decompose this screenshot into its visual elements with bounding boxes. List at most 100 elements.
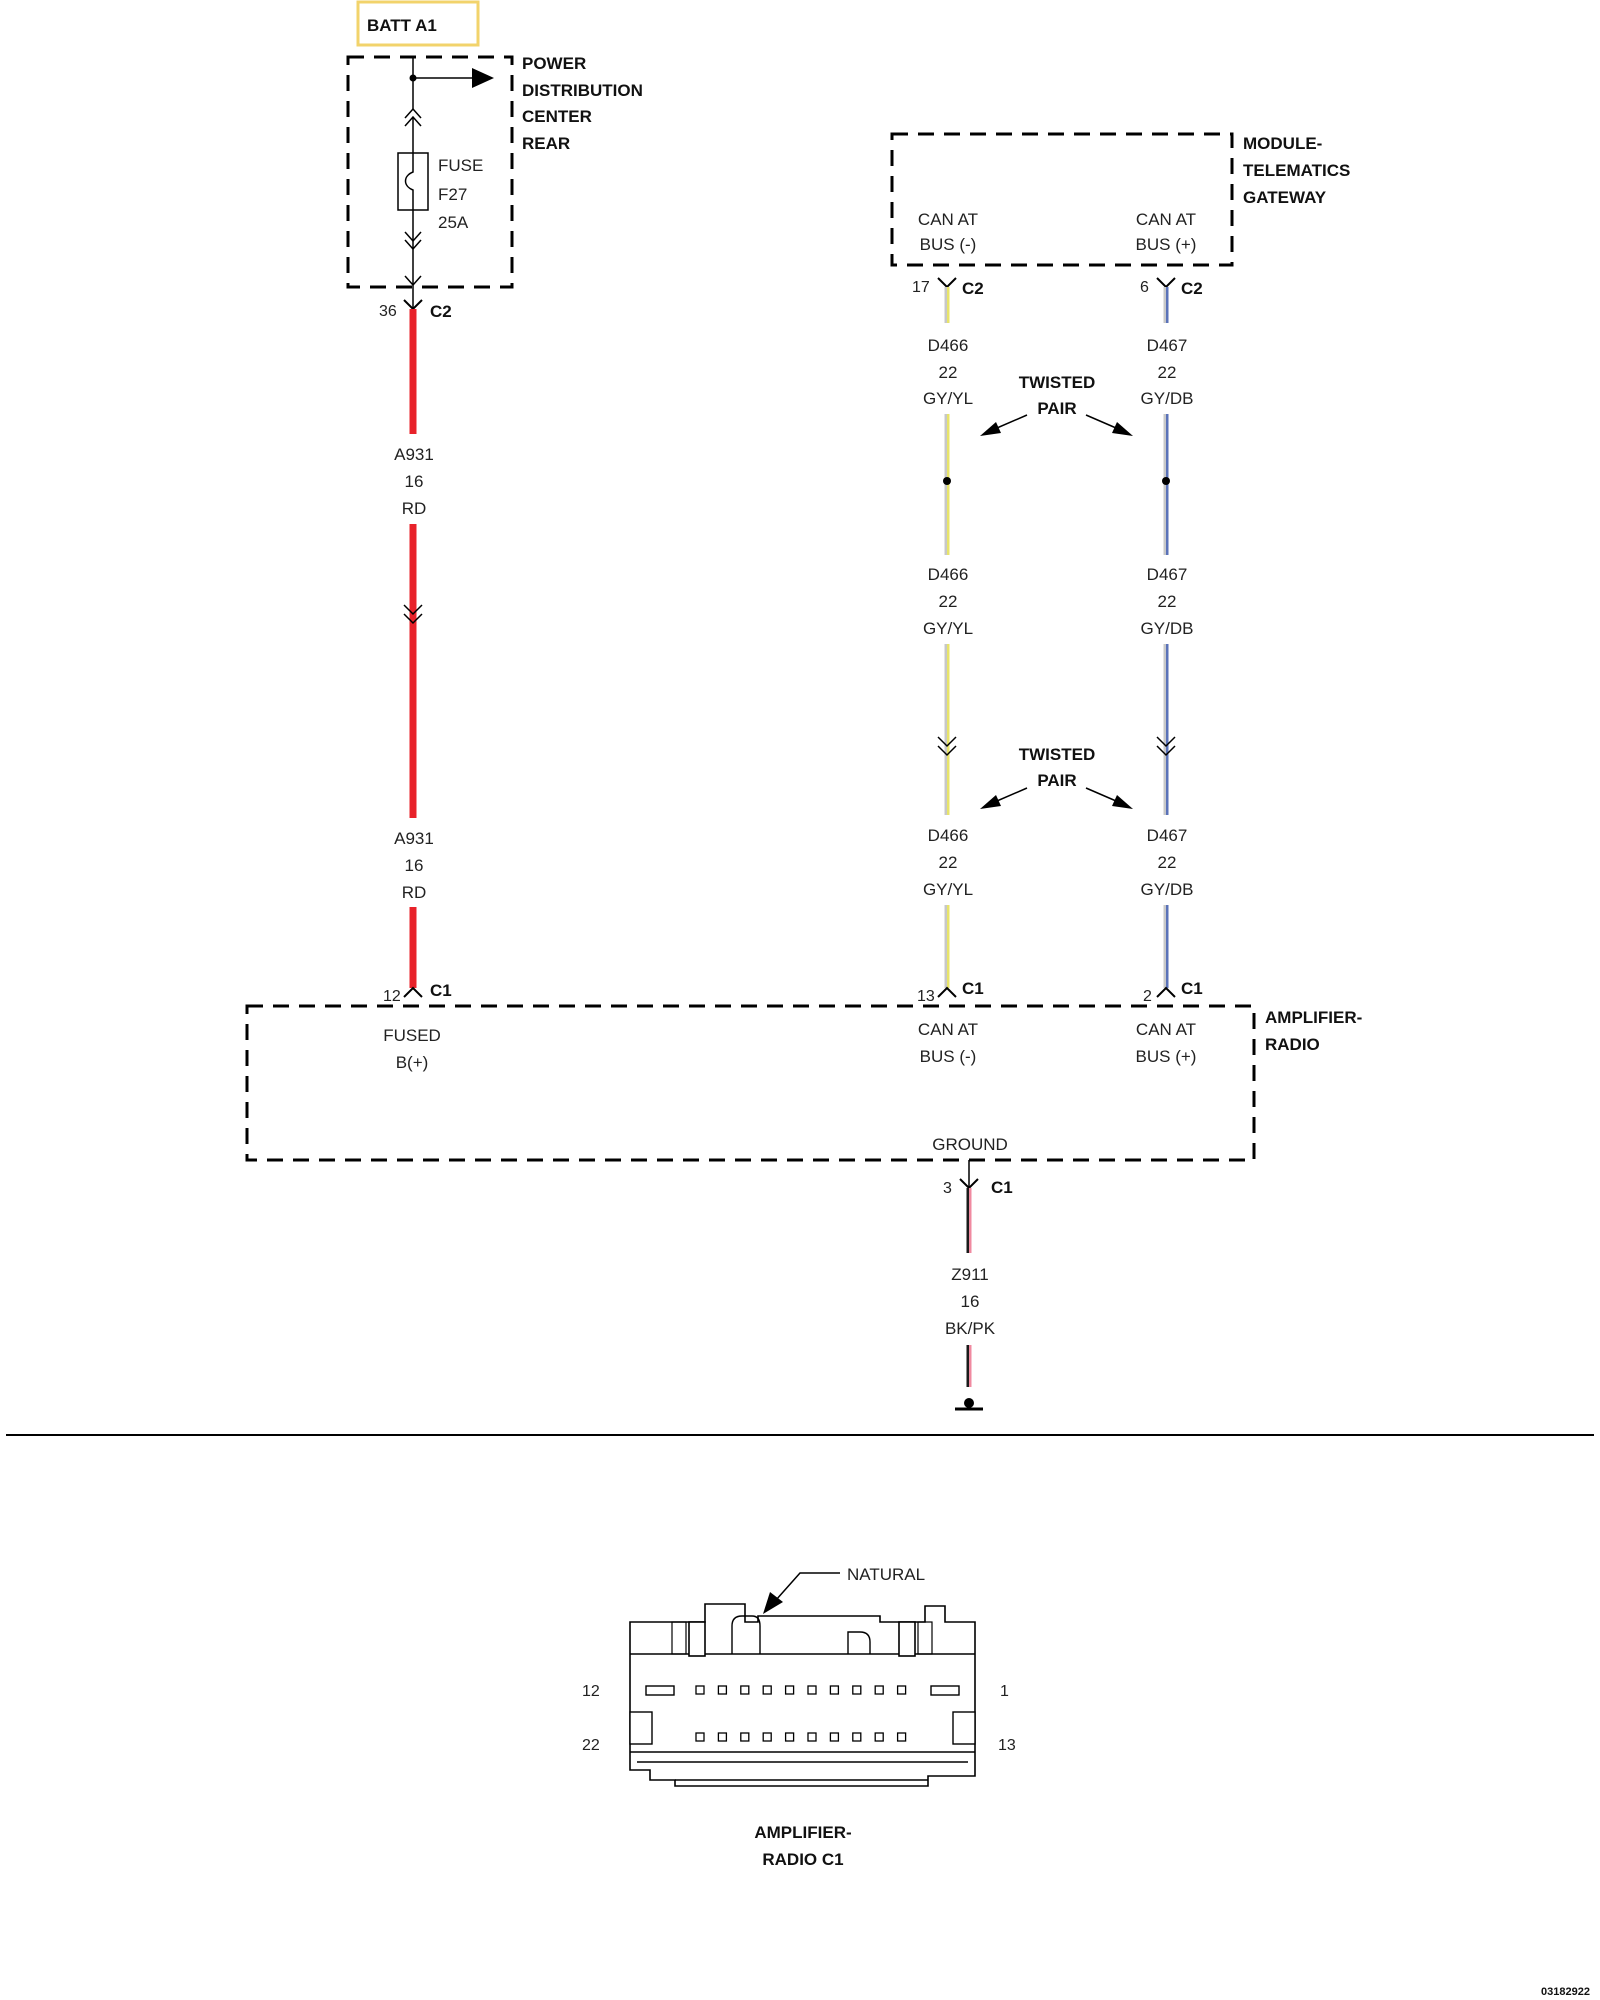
connector-cavity [784,1685,795,1695]
amp-connector-c1-plus: 2 C1 [1143,979,1203,1005]
ground-symbol-icon [955,1398,983,1411]
d467-circuit-1: D467 [1147,336,1188,355]
connector-cavity [717,1732,728,1742]
d466-gauge-2: 22 [939,592,958,611]
pdc-label-3: CENTER [522,107,592,126]
a931-gauge-2: 16 [405,856,424,875]
z911-gauge: 16 [961,1292,980,1311]
a931-circuit-1: A931 [394,445,434,464]
twisted-pair-lower: TWISTED PAIR [980,745,1133,809]
amp-bus-minus-2: BUS (-) [920,1047,977,1066]
wire-segment-z911 [966,1188,972,1253]
power-distribution-center: POWER DISTRIBUTION CENTER REAR FUSE F27 … [346,54,643,289]
pdc-connector-name: C2 [430,302,452,321]
d467-color-2: GY/DB [1141,619,1194,638]
amplifier-radio: AMPLIFIER- RADIO FUSED B(+) CAN AT BUS (… [245,1004,1362,1162]
d467-gauge-3: 22 [1158,853,1177,872]
wire-segment-d466 [944,287,950,323]
d466-gauge-3: 22 [939,853,958,872]
amp-connector-plus: C1 [1181,979,1203,998]
connector-cavity [717,1685,728,1695]
arrow-left-icon [980,795,1001,809]
amp-connector-c1-fused: 12 C1 [383,981,452,1005]
connector-face-view: NATURAL 12 1 22 13 AMPLIFIER- RADIO C1 [582,1565,1016,1869]
arrow-right-icon [1112,422,1133,436]
splice-dot-d466 [943,477,951,485]
fuse-rating: 25A [438,213,469,232]
connector-title-2: RADIO C1 [762,1850,843,1869]
splice-dot-d467 [1162,477,1170,485]
connector-cavity [784,1732,795,1742]
wire-segment-d467 [1163,287,1169,323]
a931-color-2: RD [402,883,427,902]
d466-color-3: GY/YL [923,880,973,899]
arrow-pointer-icon [763,1592,783,1614]
a931-gauge-1: 16 [405,472,424,491]
amp-pin-fused: 12 [383,988,401,1005]
tgw-label-2: TELEMATICS [1243,161,1350,180]
d467-gauge-1: 22 [1158,363,1177,382]
amp-fused-1: FUSED [383,1026,441,1045]
connector-cavity [829,1685,840,1695]
d467-gauge-2: 22 [1158,592,1177,611]
pdc-pin-number: 36 [379,303,397,320]
d466-circuit-3: D466 [928,826,969,845]
cavity-1-label: 1 [1000,1683,1009,1700]
pdc-label-1: POWER [522,54,586,73]
tgw-connector-plus: C2 [1181,279,1203,298]
tgw-bus-plus-2: BUS (+) [1136,235,1197,254]
natural-label: NATURAL [847,1565,925,1584]
arrow-left-icon [980,422,1001,436]
connector-cavity [740,1732,750,1742]
amp-label-2: RADIO [1265,1035,1320,1054]
twisted-pair-label-1b: PAIR [1037,399,1076,418]
wire-segment-d466 [944,905,950,988]
pdc-label-2: DISTRIBUTION [522,81,643,100]
wire-z911: Z911 16 BK/PK [945,1188,996,1387]
connector-cavity [896,1685,907,1695]
connector-cavity [807,1732,817,1742]
connector-cavity [807,1685,817,1695]
tgw-bus-minus-2: BUS (-) [920,235,977,254]
connector-title-1: AMPLIFIER- [754,1823,851,1842]
amp-connector-c1-ground: 3 C1 [943,1160,1013,1197]
tgw-pin-plus: 6 [1140,279,1149,296]
connector-cavity [852,1685,862,1695]
amp-connector-minus: C1 [962,979,984,998]
d466-color-1: GY/YL [923,389,973,408]
amp-connector-ground: C1 [991,1178,1013,1197]
pdc-label-4: REAR [522,134,570,153]
amp-label-1: AMPLIFIER- [1265,1008,1362,1027]
tgw-label-1: MODULE- [1243,134,1322,153]
connector-cavity [740,1685,750,1695]
amp-pin-minus: 13 [917,988,935,1005]
a931-color-1: RD [402,499,427,518]
z911-color: BK/PK [945,1319,996,1338]
tgw-connector-minus: C2 [962,279,984,298]
wire-a931: A931 16 RD A931 16 RD [394,309,434,988]
twisted-pair-label-2b: PAIR [1037,771,1076,790]
connector-cavity [762,1685,772,1695]
arrow-right-icon [1112,795,1133,809]
cavity-22-label: 22 [582,1737,600,1754]
wire-segment-d466 [944,644,950,815]
twisted-pair-label-2a: TWISTED [1019,745,1096,764]
amp-connector-c1-minus: 13 C1 [917,979,984,1005]
connector-cavity [896,1732,907,1742]
d467-circuit-2: D467 [1147,565,1188,584]
a931-circuit-2: A931 [394,829,434,848]
tgw-connector-c2-minus: 17 C2 [912,277,984,298]
fuse-label: FUSE [438,156,483,175]
wire-segment-d467 [1163,905,1169,988]
amp-pin-plus: 2 [1143,988,1152,1005]
d467-color-1: GY/DB [1141,389,1194,408]
connector-cavity [829,1732,840,1742]
document-id: 03182922 [1541,1986,1590,1998]
cavity-12-label: 12 [582,1683,600,1700]
d466-color-2: GY/YL [923,619,973,638]
z911-circuit: Z911 [951,1265,989,1284]
tgw-pin-minus: 17 [912,279,930,296]
amp-connector-fused: C1 [430,981,452,1000]
wire-d466: D466 22 GY/YL D466 22 GY/YL D466 22 GY/Y… [923,287,973,988]
